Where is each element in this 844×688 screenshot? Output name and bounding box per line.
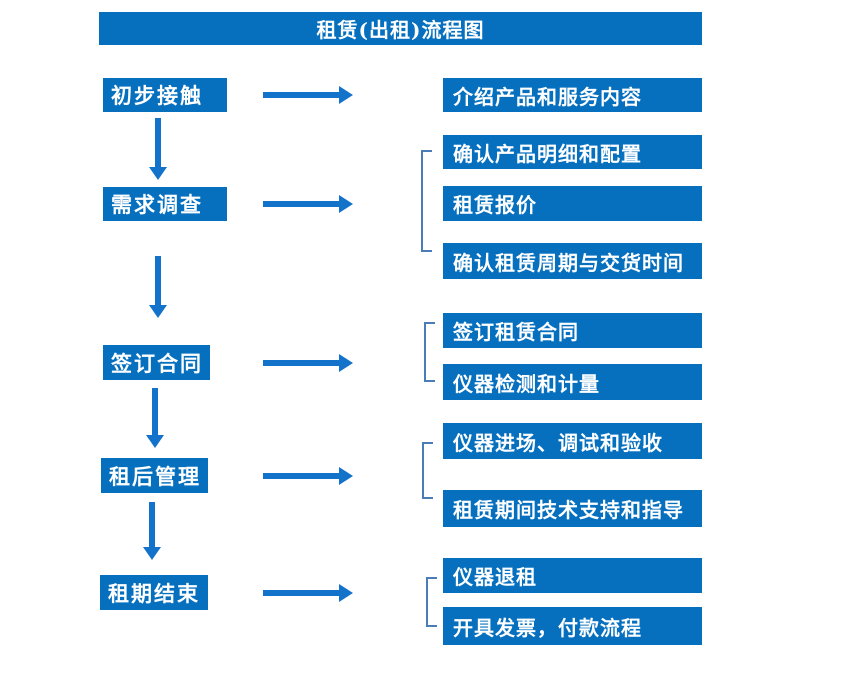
- detail-box-tech-support: 租赁期间技术支持和指导: [443, 490, 702, 527]
- down-arrow-icon: [146, 388, 164, 448]
- step-box-demand-survey: 需求调查: [103, 187, 227, 221]
- arrow-shaft: [149, 502, 155, 547]
- detail-label: 仪器检测和计量: [453, 371, 600, 396]
- down-arrow-icon: [143, 502, 161, 560]
- step-box-sign-contract: 签订合同: [103, 345, 210, 380]
- step-box-initial-contact: 初步接触: [103, 78, 227, 112]
- arrow-shaft: [263, 473, 339, 479]
- bracket-group-demand-survey: [421, 150, 432, 252]
- detail-box-instrument-testing: 仪器检测和计量: [443, 364, 702, 400]
- step-label: 签订合同: [111, 350, 203, 376]
- detail-label: 仪器退租: [453, 565, 537, 589]
- right-arrow-icon: [263, 354, 353, 372]
- detail-label: 仪器进场、调试和验收: [453, 430, 663, 455]
- detail-box-confirm-period-delivery: 确认租赁周期与交货时间: [443, 243, 702, 279]
- down-arrow-icon: [149, 256, 167, 318]
- arrow-shaft: [155, 118, 161, 167]
- right-arrow-icon: [263, 467, 353, 485]
- step-box-rental-end: 租期结束: [100, 575, 208, 610]
- arrow-head: [339, 86, 353, 104]
- right-arrow-icon: [263, 195, 353, 213]
- step-label: 租期结束: [108, 580, 200, 606]
- detail-label: 确认产品明细和配置: [453, 141, 642, 166]
- bracket-group-rental-end: [426, 577, 437, 627]
- right-arrow-icon: [263, 86, 353, 104]
- arrow-head: [143, 547, 161, 560]
- arrow-shaft: [263, 92, 339, 98]
- down-arrow-icon: [149, 118, 167, 180]
- arrow-shaft: [263, 201, 339, 207]
- detail-box-confirm-product-config: 确认产品明细和配置: [443, 135, 702, 169]
- bracket-group-sign-contract: [424, 322, 435, 382]
- flowchart-title: 租赁(出租)流程图: [316, 18, 485, 42]
- detail-box-rental-quote: 租赁报价: [443, 186, 702, 221]
- arrow-shaft: [155, 256, 161, 305]
- arrow-shaft: [263, 590, 339, 596]
- detail-box-introduce-products: 介绍产品和服务内容: [443, 78, 702, 112]
- arrow-head: [339, 584, 353, 602]
- step-label: 需求调查: [111, 192, 203, 217]
- arrow-head: [339, 195, 353, 213]
- detail-box-instrument-setup-acceptance: 仪器进场、调试和验收: [443, 423, 702, 459]
- right-arrow-icon: [263, 584, 353, 602]
- step-box-post-rental-management: 租后管理: [101, 458, 208, 493]
- step-label: 租后管理: [109, 463, 201, 489]
- detail-box-sign-rental-contract: 签订租赁合同: [443, 313, 702, 348]
- detail-label: 确认租赁周期与交货时间: [453, 250, 684, 275]
- arrow-shaft: [263, 360, 339, 366]
- detail-label: 租赁报价: [453, 193, 537, 217]
- detail-box-instrument-return: 仪器退租: [443, 558, 702, 593]
- arrow-head: [149, 167, 167, 180]
- detail-box-invoice-payment: 开具发票，付款流程: [443, 607, 702, 645]
- detail-label: 介绍产品和服务内容: [453, 84, 642, 109]
- detail-label: 开具发票，付款流程: [453, 615, 642, 640]
- arrow-head: [339, 354, 353, 372]
- detail-label: 签订租赁合同: [453, 320, 579, 344]
- step-label: 初步接触: [111, 83, 203, 108]
- arrow-head: [149, 305, 167, 318]
- arrow-head: [146, 435, 164, 448]
- arrow-shaft: [152, 388, 158, 435]
- arrow-head: [339, 467, 353, 485]
- detail-label: 租赁期间技术支持和指导: [453, 498, 684, 522]
- bracket-group-post-rental: [422, 442, 433, 499]
- flowchart-title-bar: 租赁(出租)流程图: [99, 12, 702, 45]
